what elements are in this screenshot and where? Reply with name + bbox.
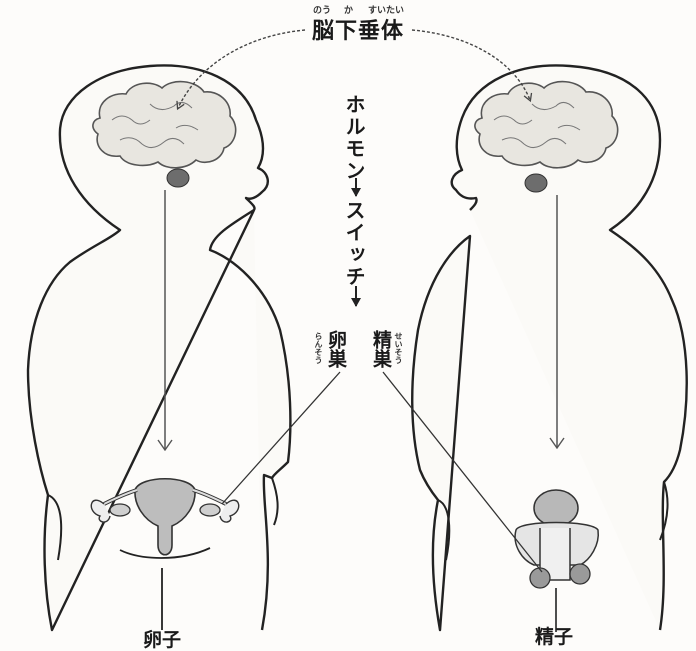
caption-sperm: 精子 [535,622,573,649]
ovary-reading: らんそう [314,332,322,364]
testis-reading: せいそう [394,332,402,364]
left-pituitary [167,169,189,187]
right-brain [475,82,618,168]
testis-label: 精巣 [371,330,390,368]
male-reproductive-organs [515,490,598,632]
left-figure-groin [120,548,210,630]
right-pituitary [525,174,547,192]
left-figure-hand [272,478,278,525]
switch-label: スイッチ [344,200,364,288]
pituitary-label: 脳下垂体 [312,13,404,45]
caption-egg: 卵子 [143,625,181,651]
hormone-label: ホルモン [344,94,364,182]
left-brain [93,82,236,168]
testis-leader-line [383,372,542,572]
ovary-label: 卵巣 [326,330,345,368]
